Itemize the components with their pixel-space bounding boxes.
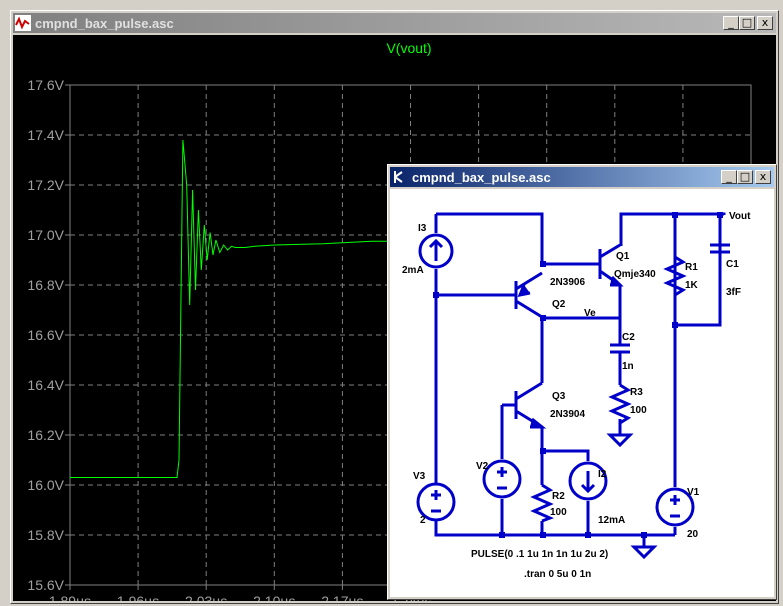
label-tran: .tran 0 5u 0 1n — [524, 569, 591, 580]
label-q3: Q3 — [552, 391, 566, 402]
x-tick-label: 2.03µs — [185, 593, 227, 601]
label-r3: R3 — [630, 387, 643, 398]
current-source-i3[interactable] — [418, 233, 454, 269]
y-tick-label: 17.2V — [27, 177, 64, 193]
label-r2: R2 — [552, 491, 565, 502]
waveform-window-buttons: _ □ x — [723, 16, 773, 30]
schematic-canvas[interactable]: I3 2mA 2N3906 Q2 Q1 Qmje340 R1 1K C1 3fF… — [390, 189, 774, 597]
minimize-button[interactable]: _ — [721, 170, 737, 184]
close-button[interactable]: x — [755, 170, 771, 184]
transistor-q3[interactable] — [502, 381, 547, 429]
trace-label[interactable]: V(vout) — [386, 40, 431, 56]
label-r3-value: 100 — [630, 405, 647, 416]
y-tick-label: 15.6V — [27, 577, 64, 593]
schematic-app-icon — [394, 171, 403, 183]
y-tick-label: 15.8V — [27, 527, 64, 543]
y-tick-label: 17.4V — [27, 127, 64, 143]
y-tick-label: 16.0V — [27, 477, 64, 493]
y-tick-label: 17.6V — [27, 77, 64, 93]
maximize-button[interactable]: □ — [739, 16, 755, 30]
waveform-title: cmpnd_bax_pulse.asc — [35, 15, 174, 31]
x-tick-label: 2.17µs — [321, 593, 363, 601]
trace-v-vout[interactable] — [70, 139, 430, 478]
label-i2-value: 12mA — [598, 515, 625, 526]
wire — [434, 520, 675, 537]
waveform-titlebar[interactable]: cmpnd_bax_pulse.asc — [13, 13, 776, 33]
close-button[interactable]: x — [757, 16, 773, 30]
label-q1-model: Qmje340 — [614, 269, 656, 280]
capacitor-c1[interactable] — [710, 215, 730, 325]
x-tick-label: 1.96µs — [117, 593, 159, 601]
y-tick-label: 17.0V — [27, 227, 64, 243]
label-pulse: PULSE(0 .1 1u 1n 1n 1u 2u 2) — [471, 549, 608, 560]
schematic-title: cmpnd_bax_pulse.asc — [412, 169, 551, 185]
label-ve: Ve — [584, 308, 596, 319]
label-v1: V1 — [687, 487, 700, 498]
wire — [542, 449, 590, 461]
voltage-source-v3[interactable] — [416, 482, 456, 522]
ground-symbol — [630, 545, 658, 560]
label-vout: Vout — [729, 211, 751, 222]
label-q2-model: 2N3906 — [550, 277, 585, 288]
y-tick-label: 16.4V — [27, 377, 64, 393]
x-tick-label: 1.89µs — [49, 593, 91, 601]
ground-symbol — [606, 433, 634, 448]
label-v3-value: 2 — [420, 515, 426, 526]
capacitor-c2[interactable] — [610, 341, 630, 361]
label-r1-value: 1K — [685, 280, 699, 291]
label-c2-value: 1n — [622, 361, 634, 372]
label-i3-value: 2mA — [402, 265, 424, 276]
label-c1: C1 — [726, 259, 739, 270]
label-v2: V2 — [476, 461, 489, 472]
waveform-app-icon — [15, 15, 31, 31]
schematic-window-buttons: _ □ x — [721, 170, 771, 184]
minimize-button[interactable]: _ — [723, 16, 739, 30]
label-q1: Q1 — [616, 251, 630, 262]
resistor-r1[interactable] — [663, 255, 687, 297]
label-q2: Q2 — [552, 299, 566, 310]
schematic-window: cmpnd_bax_pulse.asc _ □ x — [387, 164, 777, 600]
voltage-source-v1[interactable] — [655, 487, 695, 527]
resistor-r3[interactable] — [608, 383, 632, 425]
y-tick-label: 16.2V — [27, 427, 64, 443]
schematic-drawing[interactable]: I3 2mA 2N3906 Q2 Q1 Qmje340 R1 1K C1 3fF… — [390, 189, 774, 597]
label-i3: I3 — [418, 223, 427, 234]
label-c2: C2 — [622, 332, 635, 343]
label-v3: V3 — [413, 471, 426, 482]
label-q3-model: 2N3904 — [550, 409, 585, 420]
current-source-i2[interactable] — [568, 461, 608, 501]
transistor-q2[interactable] — [514, 271, 543, 319]
x-tick-label: 2.10µs — [253, 593, 295, 601]
voltage-source-v2[interactable] — [482, 459, 522, 499]
resistor-r2[interactable] — [530, 483, 554, 523]
transistor-q1[interactable] — [598, 243, 624, 299]
y-tick-label: 16.6V — [27, 327, 64, 343]
label-r1: R1 — [685, 262, 698, 273]
wire — [436, 212, 544, 264]
label-i2: I2 — [598, 469, 607, 480]
y-tick-label: 16.8V — [27, 277, 64, 293]
label-r2-value: 100 — [550, 507, 567, 518]
label-c1-value: 3fF — [726, 287, 741, 298]
wire — [619, 212, 726, 246]
label-v1-value: 20 — [687, 529, 699, 540]
maximize-button[interactable]: □ — [737, 170, 753, 184]
schematic-titlebar[interactable]: cmpnd_bax_pulse.asc — [390, 167, 774, 187]
